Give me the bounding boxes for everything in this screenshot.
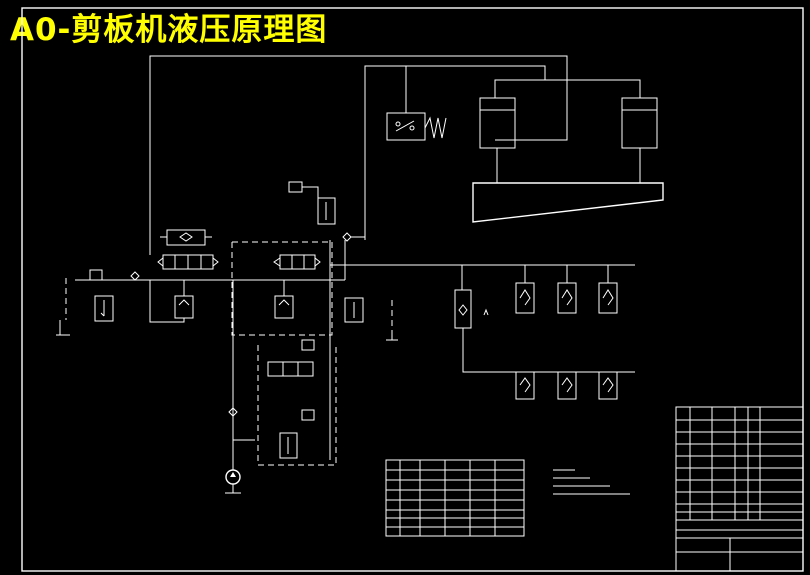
check-valve-top bbox=[342, 232, 365, 242]
spring-valve-row-top bbox=[515, 265, 618, 314]
pressure-valve-2 bbox=[274, 280, 294, 319]
drawing-border bbox=[21, 7, 804, 572]
relief-valve-top bbox=[288, 181, 336, 225]
left-cylinder bbox=[479, 97, 516, 183]
pilot-dashed-lines bbox=[65, 241, 393, 466]
technical-notes bbox=[553, 469, 630, 495]
lower-relief-valve bbox=[279, 432, 298, 459]
spring-valve-row-bottom bbox=[515, 371, 618, 400]
directional-valve-left bbox=[157, 254, 219, 270]
pump-line bbox=[232, 280, 255, 470]
right-manifold bbox=[454, 265, 635, 373]
lower-directional-valve bbox=[267, 339, 315, 421]
shear-blade-beam bbox=[472, 182, 664, 223]
check-valve-left bbox=[130, 271, 140, 281]
pressure-switch bbox=[386, 66, 447, 141]
right-cylinder bbox=[621, 97, 658, 183]
relief-valve-right bbox=[344, 297, 398, 341]
drawing-title: A0-剪板机液压原理图 bbox=[10, 12, 328, 48]
title-block bbox=[675, 406, 804, 572]
pressure-valve-1 bbox=[149, 280, 194, 323]
relief-valve-left bbox=[56, 269, 114, 336]
directional-valve-right bbox=[273, 254, 321, 270]
main-pressure-line bbox=[75, 240, 635, 460]
check-valve-pump bbox=[228, 407, 238, 417]
parameter-table bbox=[385, 459, 525, 537]
top-pipe bbox=[149, 55, 641, 255]
filter-block bbox=[160, 229, 212, 246]
hydraulic-pump bbox=[225, 469, 241, 494]
